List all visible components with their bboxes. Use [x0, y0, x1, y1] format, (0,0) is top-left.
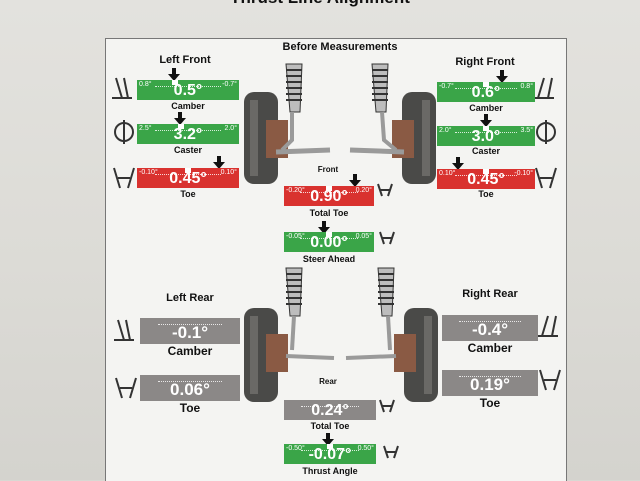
steer-ahead-value: 0.00° [310, 234, 348, 251]
left-rear-toe-gauge: 0.06° [140, 375, 240, 401]
right-rear-title: Right Rear [462, 288, 518, 300]
steer-ahead-icon [379, 231, 395, 245]
section-heading: Before Measurements [282, 41, 398, 53]
thrust-angle-icon [383, 445, 399, 459]
left-front-camber-min: 0.8° [139, 81, 152, 88]
right-rear-camber-value: -0.4° [471, 320, 509, 339]
left-rear-toe-value: 0.06° [170, 380, 210, 399]
right-front-toe-min: 0.10° [439, 170, 456, 177]
left-front-camber-max: -0.7° [222, 81, 237, 88]
left-rear-camber-value: -0.1° [171, 323, 209, 342]
rear-total-toe-value: 0.24° [311, 402, 349, 419]
right-front-toe-gauge: 0.10° -0.10° 0.45° [437, 169, 535, 189]
right-front-title: Right Front [455, 56, 515, 68]
thrust-angle-label: Thrust Angle [302, 466, 358, 476]
left-front-camber-gauge: 0.8° -0.7° 0.5° [137, 80, 239, 100]
right-front-camber-value: 0.6° [471, 84, 501, 101]
left-front-caster-max: 2.0° [224, 125, 237, 132]
left-rear-camber-gauge: -0.1° [140, 318, 240, 344]
left-front-toe-gauge: -0.10° 0.10° 0.45° [137, 168, 239, 188]
toe-icon-right-rear [539, 369, 561, 391]
right-rear-camber-gauge: -0.4° [442, 315, 538, 341]
front-right-strut-icon [349, 63, 405, 155]
steer-ahead-gauge: -0.05° 0.05° 0.00° [284, 232, 374, 252]
right-front-caster-gauge: 2.0° 3.5° 3.0° [437, 126, 535, 146]
front-total-toe-label: Total Toe [309, 208, 349, 218]
rear-total-toe-label: Total Toe [310, 421, 350, 431]
camber-icon-left-rear [114, 319, 134, 341]
right-front-camber-gauge: -0.7° 0.8° 0.6° [437, 82, 535, 102]
steer-ahead-min: -0.05° [286, 233, 305, 240]
front-right-wheel-icon [392, 92, 436, 184]
rear-total-toe-icon [379, 399, 395, 413]
toe-icon-left-rear [115, 377, 137, 399]
steer-ahead-max: 0.05° [355, 233, 372, 240]
front-total-toe-min: -0.20° [286, 187, 305, 194]
toe-icon-left-front [113, 167, 135, 189]
left-front-toe-label: Toe [180, 189, 196, 199]
right-front-camber-label: Camber [469, 103, 503, 113]
right-front-camber-min: -0.7° [439, 83, 454, 90]
right-front-toe-value: 0.45° [467, 171, 505, 188]
left-front-caster-label: Caster [173, 145, 202, 155]
right-front-caster-value: 3.0° [471, 128, 501, 145]
camber-icon-right-front [534, 77, 554, 99]
right-rear-toe-value: 0.19° [470, 375, 510, 394]
rear-total-toe-gauge: 0.24° [284, 400, 376, 420]
right-rear-camber-label: Camber [467, 341, 513, 355]
rear-right-strut-icon [345, 267, 397, 360]
left-front-toe-min: -0.10° [139, 169, 158, 176]
rear-left-strut-icon [285, 267, 335, 360]
right-rear-toe-label: Toe [479, 396, 501, 410]
toe-icon-right-front [535, 167, 557, 189]
steer-ahead-label: Steer Ahead [302, 254, 356, 264]
front-axle-label: Front [317, 165, 339, 174]
left-front-toe-max: 0.10° [220, 169, 237, 176]
left-front-camber-value: 0.5° [173, 82, 203, 99]
rear-left-wheel-icon [244, 308, 288, 402]
right-rear-toe-gauge: 0.19° [442, 370, 538, 396]
camber-icon-right-rear [538, 315, 558, 337]
left-rear-toe-label: Toe [179, 401, 201, 415]
thrust-angle-value: -0.07° [308, 446, 352, 463]
front-left-strut-icon [275, 63, 331, 155]
camber-icon-left-front [112, 77, 132, 99]
right-front-caster-min: 2.0° [439, 127, 452, 134]
front-total-toe-gauge: -0.20° 0.20° 0.90° [284, 186, 374, 206]
thrust-angle-gauge: -0.50° 0.50° -0.07° [284, 444, 376, 464]
right-front-toe-label: Toe [478, 189, 494, 199]
total-toe-icon [377, 183, 393, 197]
left-rear-camber-label: Camber [167, 344, 213, 358]
thrust-angle-min: -0.50° [286, 445, 305, 452]
front-total-toe-value: 0.90° [310, 188, 348, 205]
caster-icon-left-front [114, 120, 134, 144]
left-front-title: Left Front [159, 54, 211, 66]
right-front-caster-label: Caster [471, 146, 500, 156]
front-left-wheel-icon [244, 92, 288, 184]
page-title: Thrust Line Alignment [0, 0, 640, 8]
left-rear-title: Left Rear [166, 292, 214, 304]
left-front-caster-gauge: 2.5° 2.0° 3.2° [137, 124, 239, 144]
right-front-toe-max: -0.10° [514, 170, 533, 177]
left-front-camber-label: Camber [171, 101, 205, 111]
left-front-toe-value: 0.45° [169, 170, 207, 187]
left-front-caster-min: 2.5° [139, 125, 152, 132]
right-front-camber-max: 0.8° [520, 83, 533, 90]
rear-right-wheel-icon [394, 308, 438, 402]
caster-icon-right-front [536, 120, 556, 144]
right-front-caster-max: 3.5° [520, 127, 533, 134]
front-total-toe-max: 0.20° [355, 187, 372, 194]
thrust-angle-max: 0.50° [357, 445, 374, 452]
left-front-caster-value: 3.2° [173, 126, 203, 143]
rear-axle-label: Rear [319, 377, 337, 386]
